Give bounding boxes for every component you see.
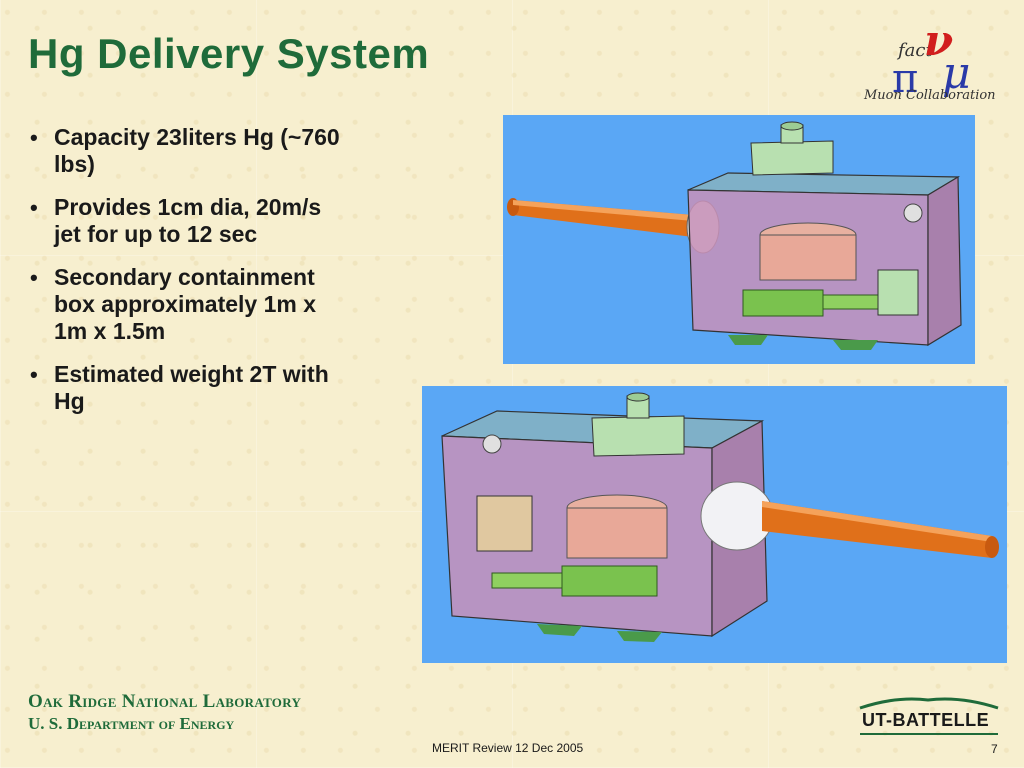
logo-mu-symbol: μ [942,48,971,99]
bullet-dot-icon: • [30,125,38,150]
cad-render-bottom [422,386,1007,663]
bullet-item: • Capacity 23liters Hg (~760 lbs) [28,124,348,178]
logo-collaboration-text: Muon Collaboration [864,88,996,103]
ut-battelle-logo: UT-BATTELLE [856,694,1004,740]
bullet-text: Provides 1cm dia, 20m/s jet for up to 12… [54,194,322,247]
bullet-list: • Capacity 23liters Hg (~760 lbs) • Provid… [28,124,348,431]
bullet-item: • Estimated weight 2T with Hg [28,361,348,415]
containment-box-illustration-right-nozzle [441,392,999,642]
bullet-text: Secondary containment box approximately … [54,264,317,344]
logo-pi-symbol: π [892,56,919,102]
slide-number: 7 [991,742,998,756]
slide-title: Hg Delivery System [28,30,430,77]
ut-battelle-text: UT-BATTELLE [862,710,990,730]
bullet-item: • Secondary containment box approximately… [28,264,348,345]
logo-nu-symbol: ν [924,16,954,65]
bullet-text: Estimated weight 2T with Hg [54,361,329,414]
bullet-text: Capacity 23liters Hg (~760 lbs) [54,124,340,177]
footer-org-line2: U. S. Department of Energy [28,714,235,733]
bullet-item: • Provides 1cm dia, 20m/s jet for up to 1… [28,194,348,248]
footer-organization: Oak Ridge National Laboratory U. S. Depa… [28,691,301,735]
footer-meeting-text: MERIT Review 12 Dec 2005 [432,741,584,755]
bullet-dot-icon: • [30,265,38,290]
bullet-dot-icon: • [30,195,38,220]
muon-collaboration-logo: fact π ν μ Muon Collaboration [862,16,1007,108]
footer-org-line1: Oak Ridge National Laboratory [28,691,302,712]
cad-render-top [503,115,975,364]
ut-battelle-mountain-icon [859,697,999,735]
logo-fact-text: fact [898,40,933,61]
bullet-dot-icon: • [30,362,38,387]
containment-box-illustration-left-nozzle [507,121,962,350]
